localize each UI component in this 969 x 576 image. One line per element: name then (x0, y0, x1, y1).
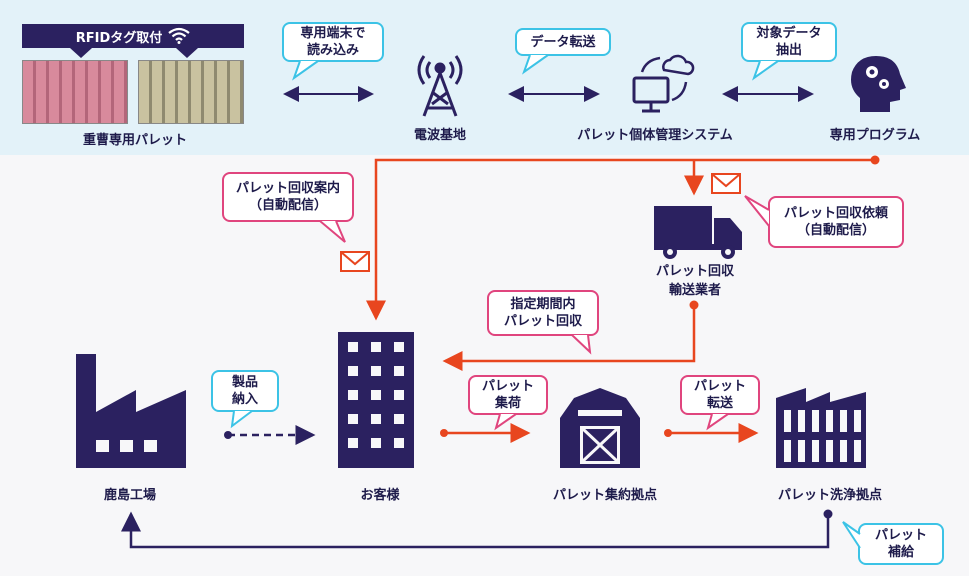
carrier-label: パレット回収 輸送業者 (630, 262, 760, 300)
bubble-tails (230, 54, 861, 549)
bubble-transfer-text: データ転送 (530, 34, 596, 50)
bubble-delivery-line1: 製品 (231, 375, 258, 390)
bubble-transfer2-line2: 転送 (706, 396, 733, 411)
rfid-banner: RFIDタグ取付 (22, 24, 244, 48)
carrier-line1: パレット回収 (655, 264, 734, 279)
bubble-delivery-line2: 納入 (231, 392, 258, 407)
bubble-collect-notice-line2: （自動配信） (248, 198, 327, 213)
bubble-period-collect: 指定期間内 パレット回収 (487, 290, 599, 336)
bubble-collect-notice: パレット回収案内 （自動配信） (222, 172, 354, 222)
bubble-read: 専用端末で 読み込み (282, 22, 384, 62)
bubble-collect-request: パレット回収依頼 （自動配信） (768, 196, 904, 248)
building-icon (338, 332, 414, 468)
bubble-consolidate-line1: パレット (481, 379, 534, 394)
bubble-collect-request-line1: パレット回収依頼 (783, 206, 888, 221)
truck-icon (654, 206, 742, 259)
antenna-label: 電波基地 (413, 128, 466, 143)
wood-pallet-photo (138, 60, 244, 124)
wash-facility-icon (776, 388, 866, 468)
bubble-consolidate-line2: 集荷 (494, 396, 521, 411)
envelope-icon-right (711, 173, 741, 194)
system-label: パレット個体管理システム (577, 128, 733, 143)
pink-pallet-photo (22, 60, 128, 124)
bubble-supply: パレット 補給 (858, 523, 944, 565)
pallet-caption: 重曹専用パレット (82, 133, 187, 148)
antenna-icon (417, 55, 463, 117)
arrow-supply (121, 511, 830, 549)
factory-label: 鹿島工場 (103, 488, 156, 503)
system-icon (632, 54, 695, 113)
bubble-collect-notice-line1: パレット回収案内 (235, 181, 340, 196)
customer-label: お客様 (360, 488, 400, 503)
program-label: 専用プログラム (829, 128, 921, 143)
bubble-read-line1: 専用端末で (300, 26, 366, 41)
bubble-collect-request-line2: （自動配信） (796, 223, 875, 238)
bubble-extract-line1: 対象データ (756, 26, 822, 41)
notification-lines (366, 155, 880, 371)
rfid-banner-label: RFIDタグ取付 (75, 30, 163, 46)
barn-icon (560, 388, 640, 468)
bubble-supply-line1: パレット (874, 528, 927, 543)
bubble-period-collect-line1: 指定期間内 (510, 297, 576, 312)
bubble-delivery: 製品 納入 (211, 370, 279, 412)
envelope-icon-left (340, 251, 370, 272)
bubble-consolidate: パレット 集荷 (468, 375, 548, 415)
bubble-transfer2-line1: パレット (693, 379, 746, 394)
factory-icon (76, 354, 186, 468)
bubble-period-collect-line2: パレット回収 (503, 314, 582, 329)
hub-label: パレット集約拠点 (552, 488, 657, 503)
wash-label: パレット洗浄拠点 (777, 488, 882, 503)
bubble-read-line2: 読み込み (306, 43, 359, 58)
bubble-transfer: データ転送 (515, 28, 611, 56)
bubble-extract: 対象データ 抽出 (741, 22, 837, 62)
bubble-extract-line2: 抽出 (775, 43, 802, 58)
head-gears-icon (851, 56, 906, 112)
bubble-supply-line2: 補給 (887, 545, 914, 560)
carrier-line2: 輸送業者 (668, 283, 721, 298)
wifi-icon (168, 27, 190, 44)
